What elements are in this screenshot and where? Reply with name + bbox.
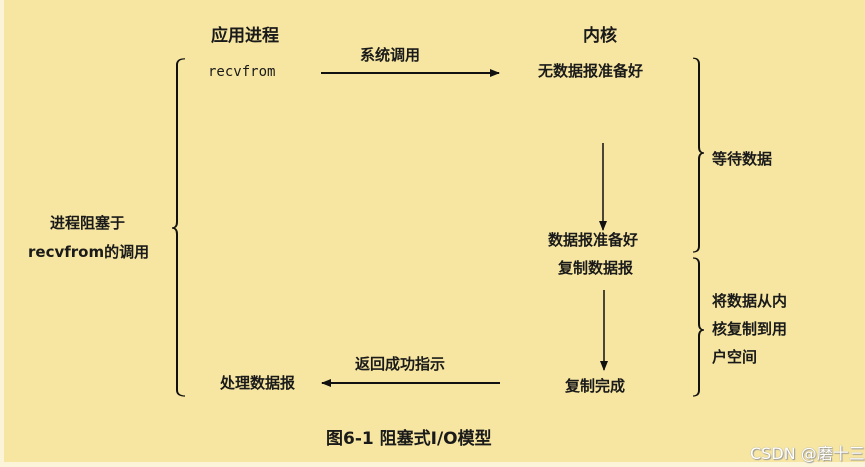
left-edge xyxy=(0,0,4,467)
kernel-done: 复制完成 xyxy=(565,377,626,395)
kernel-not-ready: 无数据报准备好 xyxy=(538,62,644,80)
process-datagram: 处理数据报 xyxy=(220,374,296,392)
kernel-copy: 复制数据报 xyxy=(558,259,634,277)
watermark: CSDN @磨十三 xyxy=(750,444,865,463)
figure-caption: 图6-1 阻塞式I/O模型 xyxy=(326,429,492,449)
recvfrom-call: recvfrom xyxy=(208,64,276,80)
copy-label-1: 将数据从内 xyxy=(712,292,788,310)
copy-brace xyxy=(692,257,705,397)
blocked-label-1: 进程阻塞于 xyxy=(50,214,126,232)
app-process-header: 应用进程 xyxy=(211,26,279,46)
syscall-label: 系统调用 xyxy=(360,46,421,64)
kernel-header: 内核 xyxy=(583,26,617,46)
bottom-edge xyxy=(0,462,865,467)
return-label: 返回成功指示 xyxy=(355,355,446,373)
blocked-label-2: recvfrom的调用 xyxy=(28,243,150,261)
kernel-ready: 数据报准备好 xyxy=(548,231,639,249)
copy-label-2: 核复制到用 xyxy=(712,320,788,338)
left-brace xyxy=(171,58,186,397)
wait-label: 等待数据 xyxy=(712,150,773,168)
wait-brace xyxy=(692,57,705,253)
copy-label-3: 户空间 xyxy=(712,348,758,366)
